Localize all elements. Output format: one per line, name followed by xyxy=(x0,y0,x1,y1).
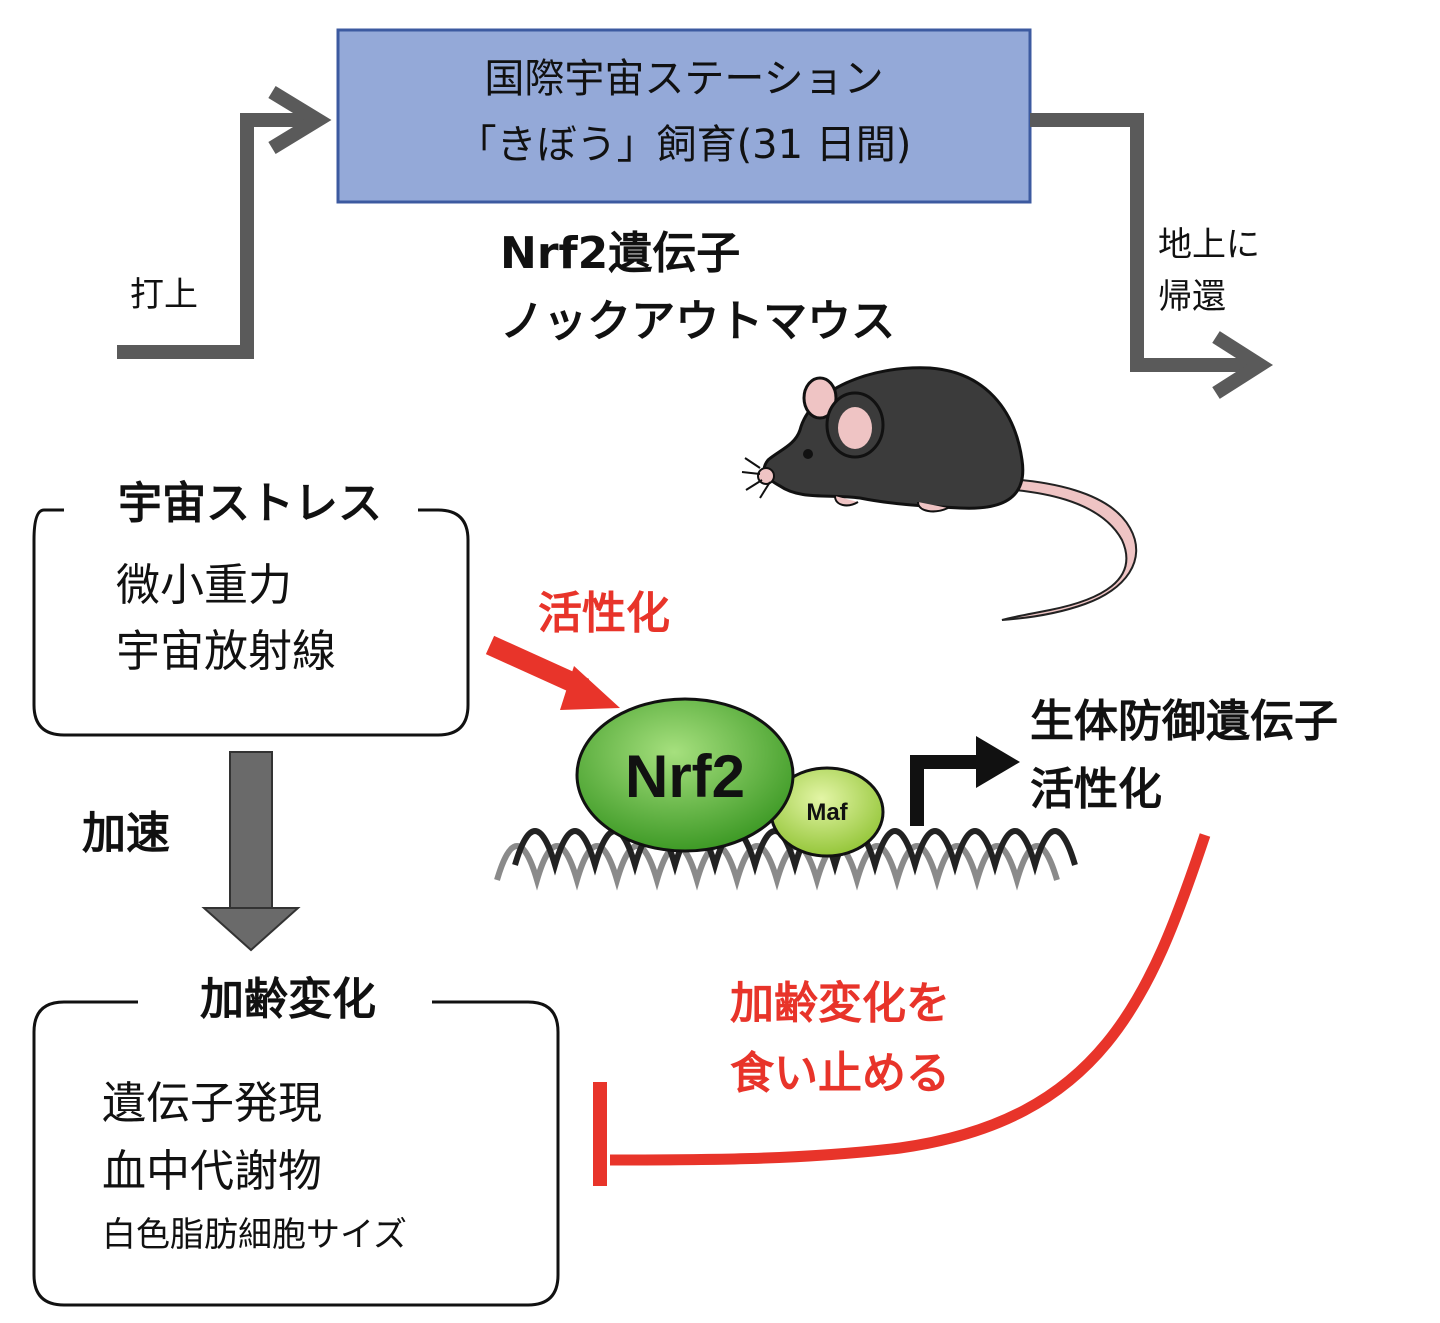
maf-label: Maf xyxy=(806,799,848,826)
nrf2-label: Nrf2 xyxy=(625,743,745,810)
maf-protein: Maf xyxy=(769,766,885,858)
knockout-mouse-illustration xyxy=(741,366,1138,621)
iss-box-line1: 国際宇宙ステーション xyxy=(484,56,883,102)
aging-item: 遺伝子発現 xyxy=(102,1078,322,1129)
transcription-start-arrow xyxy=(910,736,1020,826)
activation-arrow xyxy=(485,635,620,710)
defense-genes-line2: 活性化 xyxy=(1030,764,1162,815)
space-stress-item: 微小重力 xyxy=(116,560,292,611)
aging-box: 加齢変化 遺伝子発現 血中代謝物 白色脂肪細胞サイズ xyxy=(32,974,560,1307)
nrf2-protein: Nrf2 xyxy=(575,697,795,853)
inhibit-label-line1: 加齢変化を xyxy=(730,978,950,1029)
activation-label: 活性化 xyxy=(538,588,670,639)
aging-title: 加齢変化 xyxy=(200,974,376,1025)
return-arrow xyxy=(1030,113,1274,399)
iss-box: 国際宇宙ステーション 「きぼう」飼育(31 日間) xyxy=(336,28,1032,204)
space-stress-box: 宇宙ストレス 微小重力 宇宙放射線 xyxy=(32,478,470,737)
accelerate-arrow xyxy=(201,751,301,952)
space-stress-title: 宇宙ストレス xyxy=(118,478,382,529)
launch-arrow xyxy=(117,86,332,359)
aging-item: 白色脂肪細胞サイズ xyxy=(102,1215,407,1255)
mouse-title-line1: Nrf2遺伝子 xyxy=(500,228,740,279)
mouse-title-line2: ノックアウトマウス xyxy=(500,296,895,347)
inhibit-label-line2: 食い止める xyxy=(730,1048,950,1099)
space-stress-item: 宇宙放射線 xyxy=(116,626,336,677)
accelerate-label: 加速 xyxy=(82,808,170,859)
aging-item: 血中代謝物 xyxy=(102,1146,322,1197)
launch-label: 打上 xyxy=(130,275,198,315)
iss-box-line2: 「きぼう」飼育(31 日間) xyxy=(457,122,912,168)
defense-genes-line1: 生体防御遺伝子 xyxy=(1030,696,1338,747)
return-label-line2: 帰還 xyxy=(1158,277,1226,317)
inhibition-arrow xyxy=(593,833,1211,1186)
dna-helix xyxy=(494,828,1078,891)
return-label-line1: 地上に xyxy=(1158,225,1260,265)
